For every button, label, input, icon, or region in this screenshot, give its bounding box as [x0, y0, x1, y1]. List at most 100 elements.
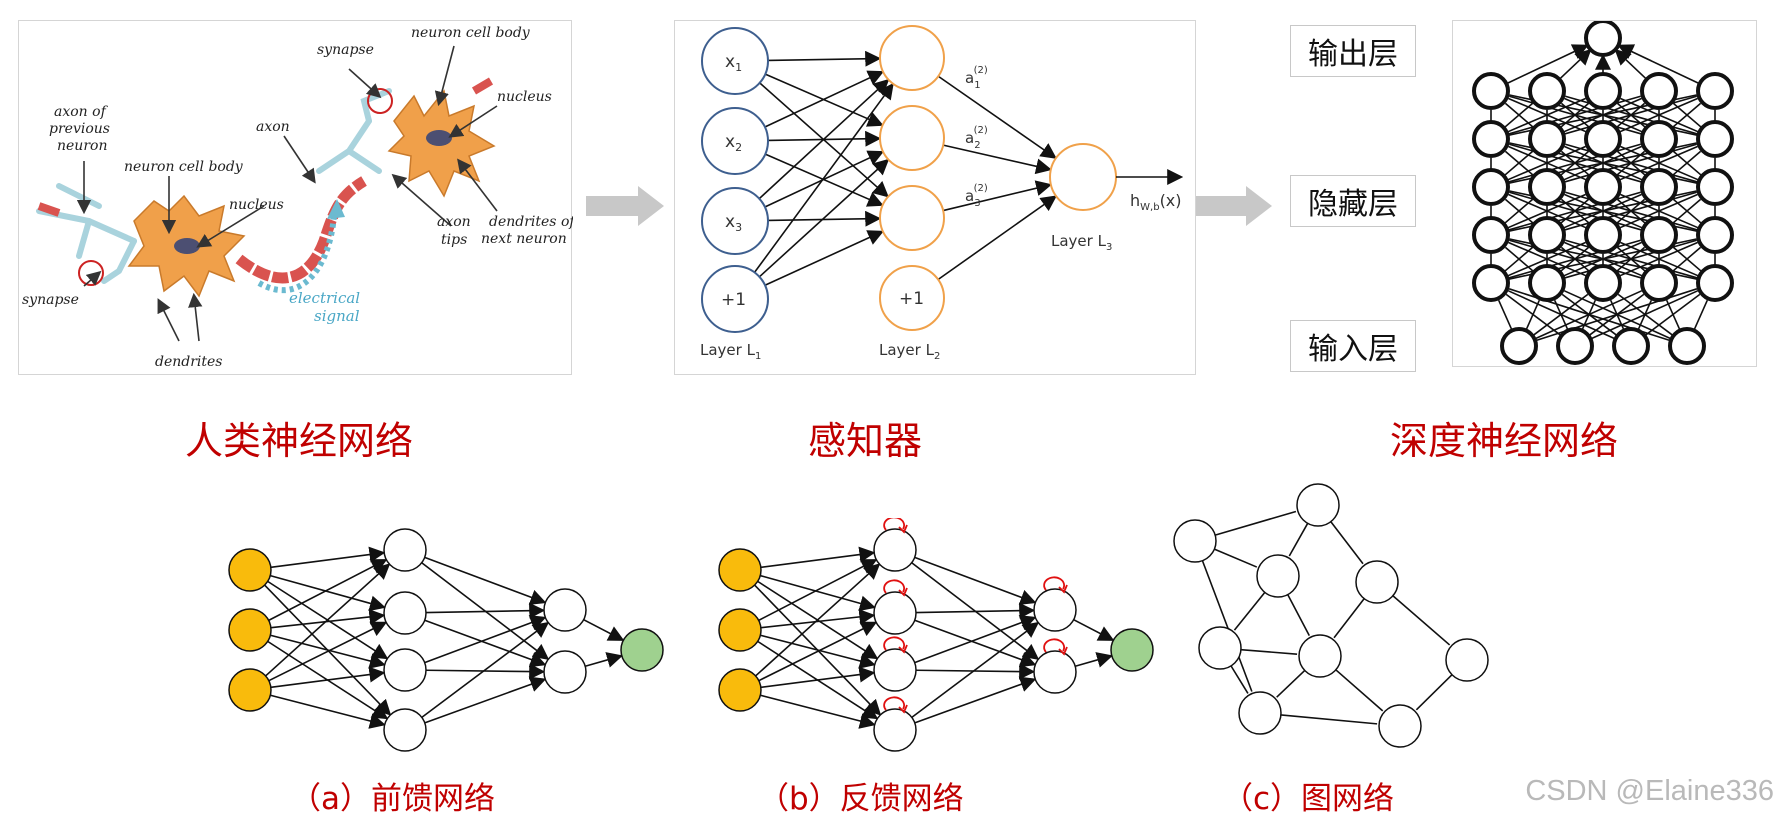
deep-edge — [1644, 293, 1701, 337]
graph-node — [1173, 519, 1217, 563]
deep-edge — [1507, 290, 1616, 340]
hidden-node — [383, 708, 427, 752]
network-edge — [268, 559, 388, 622]
deep-edge — [1508, 97, 1588, 134]
deep-edge — [1563, 290, 1672, 340]
deep-node — [1584, 168, 1622, 206]
deep-node — [1584, 72, 1622, 110]
deep-node — [1528, 168, 1566, 206]
label-axon: axon — [256, 119, 290, 135]
feedforward-network-diagram — [228, 528, 664, 752]
flow-arrow-2 — [1194, 186, 1272, 226]
graph-edge — [1415, 674, 1453, 711]
hidden-node — [1033, 588, 1077, 632]
network-edge — [270, 546, 386, 569]
perceptron-input-node-2 — [701, 107, 769, 175]
network-edge — [267, 580, 389, 660]
label-axon-tips-1: axon — [437, 214, 471, 230]
perceptron-input-node-3 — [701, 187, 769, 255]
recurrent-loop-arrow — [898, 704, 908, 714]
layer-label-output: 输出层 — [1290, 25, 1416, 77]
hidden-node — [543, 588, 587, 632]
graph-edge — [1230, 665, 1249, 694]
deep-node — [1556, 327, 1594, 365]
deep-edge — [1671, 150, 1702, 177]
feedback-network-diagram — [718, 518, 1154, 752]
graph-edge — [1214, 510, 1297, 536]
deep-edge — [1565, 239, 1699, 280]
label-axon-of: axon of — [54, 104, 109, 120]
perceptron-edge — [767, 50, 882, 67]
perceptron-hidden-node-3 — [879, 185, 945, 251]
network-edge — [421, 562, 550, 660]
deep-edge — [1588, 293, 1645, 337]
perceptron-layer-l1: Layer L1 — [700, 341, 761, 362]
input-node — [718, 668, 762, 712]
label-axon-tips-2: tips — [441, 232, 467, 248]
network-edge — [914, 615, 1037, 664]
deep-edge — [1672, 198, 1703, 225]
deep-edge — [1504, 102, 1535, 129]
deep-edge — [1509, 191, 1643, 232]
label-synapse-left: synapse — [22, 292, 79, 308]
deep-node — [1528, 120, 1566, 158]
deep-edge — [1532, 293, 1589, 337]
deep-node — [1472, 264, 1510, 302]
network-edge — [424, 556, 547, 605]
network-edge — [424, 615, 547, 664]
perceptron-diagram: x1 x2 x3 +1 +1 a1(2) a2(2) a3(2) hW,b(x)… — [700, 25, 1184, 362]
perceptron-a1: a1(2) — [965, 65, 988, 91]
deep-edge — [1617, 293, 1674, 337]
deep-edge — [1509, 95, 1643, 136]
recurrent-loop — [1043, 576, 1066, 591]
perceptron-a3: a3(2) — [965, 183, 988, 209]
perceptron-layer-l2: Layer L2 — [879, 341, 940, 362]
input-node — [228, 608, 272, 652]
deep-node — [1584, 21, 1622, 57]
deep-node — [1472, 168, 1510, 206]
caption-perceptron: 感知器 — [808, 419, 923, 463]
hidden-node — [1033, 650, 1077, 694]
hidden-node — [383, 528, 427, 572]
deep-edge — [1620, 241, 1700, 278]
network-edge — [265, 563, 391, 677]
deep-node — [1584, 216, 1622, 254]
label-electrical: electrical — [289, 289, 360, 307]
deep-node — [1612, 327, 1650, 365]
deep-node — [1696, 264, 1734, 302]
network-edge — [914, 619, 1037, 668]
deep-edge — [1505, 293, 1562, 337]
perceptron-x1: x1 — [725, 52, 742, 74]
deep-node — [1640, 216, 1678, 254]
graph-node — [1256, 554, 1300, 598]
deep-edge — [1565, 143, 1699, 184]
network-edge — [424, 619, 547, 668]
perceptron-panel: x1 x2 x3 +1 +1 a1(2) a2(2) a3(2) hW,b(x)… — [674, 20, 1196, 375]
graph-edge — [1335, 669, 1384, 712]
deep-edge — [1565, 191, 1699, 232]
caption-feedforward: （a）前馈网络 — [290, 781, 495, 817]
input-node — [718, 548, 762, 592]
deep-network-diagram — [1472, 21, 1734, 365]
perceptron-output-node — [1049, 143, 1117, 211]
perceptron-edge — [764, 230, 884, 286]
hidden-node — [873, 708, 917, 752]
caption-human-neural-network: 人类神经网络 — [185, 419, 414, 463]
graph-edge — [1214, 548, 1258, 568]
graph-edge — [1333, 598, 1365, 639]
deep-edge — [1508, 193, 1588, 230]
flow-arrow-1 — [586, 186, 664, 226]
perceptron-bias-node-1 — [701, 265, 769, 333]
graph-edge — [1287, 594, 1311, 637]
deep-edge — [1504, 150, 1535, 177]
recurrent-loop — [883, 579, 906, 594]
recurrent-loop-arrow — [898, 644, 908, 654]
deep-node — [1584, 264, 1622, 302]
label-signal: signal — [314, 307, 360, 325]
perceptron-edge — [937, 195, 1058, 281]
perceptron-input-node-1 — [701, 27, 769, 95]
label-next-neuron: next neuron — [481, 231, 567, 247]
input-node — [228, 548, 272, 592]
layer-label-input: 输入层 — [1290, 320, 1416, 372]
network-edge — [911, 562, 1040, 660]
